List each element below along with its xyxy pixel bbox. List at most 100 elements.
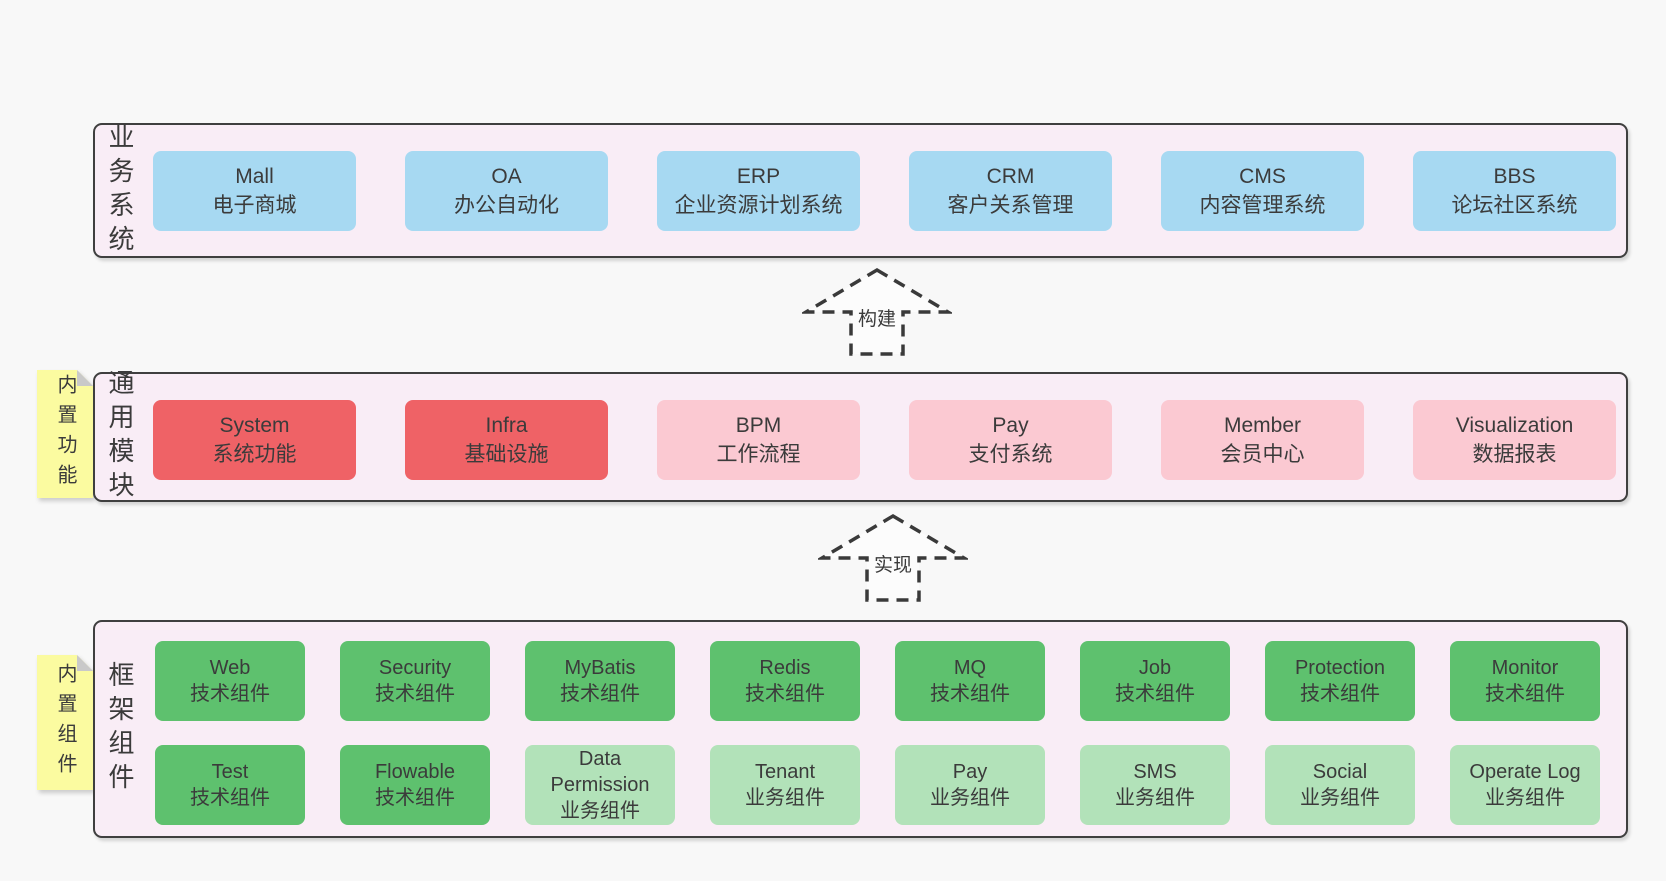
box-title: Web bbox=[209, 657, 251, 679]
box-title: Member bbox=[1223, 414, 1302, 437]
box-title: Redis bbox=[759, 657, 811, 679]
box-subtitle: 工作流程 bbox=[716, 443, 801, 466]
build-arrow: 构建 bbox=[802, 266, 952, 358]
layer-business-systems: 业务系统 Mall 电子商城 OA 办公自动化 ERP 企业资源计划系统 CRM… bbox=[93, 122, 1628, 259]
box-subtitle: 技术组件 bbox=[1485, 683, 1565, 705]
box-title: MyBatis bbox=[564, 657, 636, 679]
implement-arrow-label: 实现 bbox=[870, 554, 916, 578]
sticky-note-built-in-components: 内置组件 bbox=[37, 655, 93, 790]
box-erp: ERP 企业资源计划系统 bbox=[657, 151, 860, 231]
box-sms: SMS 业务组件 bbox=[1080, 745, 1230, 825]
box-subtitle: 业务组件 bbox=[930, 787, 1010, 809]
box-crm: CRM 客户关系管理 bbox=[909, 151, 1112, 231]
box-title: ERP bbox=[736, 165, 781, 188]
box-title: Protection bbox=[1294, 657, 1386, 679]
box-subtitle: 技术组件 bbox=[1115, 683, 1195, 705]
box-title: Test bbox=[211, 761, 249, 783]
box-subtitle: 技术组件 bbox=[745, 683, 825, 705]
box-subtitle: 论坛社区系统 bbox=[1451, 194, 1578, 217]
box-cms: CMS 内容管理系统 bbox=[1161, 151, 1364, 231]
box-subtitle: 客户关系管理 bbox=[947, 194, 1074, 217]
box-title: BBS bbox=[1493, 165, 1536, 188]
box-subtitle: 业务组件 bbox=[1300, 787, 1380, 809]
box-member: Member 会员中心 bbox=[1161, 400, 1364, 480]
box-subtitle: 技术组件 bbox=[375, 683, 455, 705]
box-job: Job 技术组件 bbox=[1080, 641, 1230, 721]
layer-label-components: 框架组件 bbox=[105, 661, 135, 797]
box-title: Social bbox=[1312, 761, 1368, 783]
box-operate-log: Operate Log 业务组件 bbox=[1450, 745, 1600, 825]
folded-corner-icon bbox=[77, 655, 93, 671]
box-title: Tenant bbox=[754, 761, 816, 783]
box-protection: Protection 技术组件 bbox=[1265, 641, 1415, 721]
sticky-note-built-in-features: 内置功能 bbox=[37, 370, 93, 498]
box-subtitle: 基础设施 bbox=[464, 443, 549, 466]
box-title: Data Permission bbox=[550, 748, 650, 796]
sticky-note-text: 内置功能 bbox=[37, 370, 93, 498]
box-subtitle: 技术组件 bbox=[930, 683, 1010, 705]
box-title: OA bbox=[491, 165, 522, 188]
box-subtitle: 办公自动化 bbox=[454, 194, 559, 217]
box-title: Mall bbox=[235, 165, 274, 188]
box-mybatis: MyBatis 技术组件 bbox=[525, 641, 675, 721]
box-subtitle: 企业资源计划系统 bbox=[674, 194, 843, 217]
box-subtitle: 内容管理系统 bbox=[1199, 194, 1326, 217]
box-title: Pay bbox=[952, 761, 988, 783]
box-title: Pay bbox=[992, 414, 1029, 437]
box-subtitle: 技术组件 bbox=[190, 787, 270, 809]
box-subtitle: 电子商城 bbox=[212, 194, 297, 217]
implement-arrow: 实现 bbox=[818, 512, 968, 604]
box-web: Web 技术组件 bbox=[155, 641, 305, 721]
box-redis: Redis 技术组件 bbox=[710, 641, 860, 721]
box-tenant: Tenant 业务组件 bbox=[710, 745, 860, 825]
box-mq: MQ 技术组件 bbox=[895, 641, 1045, 721]
business-boxes-row: Mall 电子商城 OA 办公自动化 ERP 企业资源计划系统 CRM 客户关系… bbox=[95, 151, 1626, 231]
box-data-permission: Data Permission 业务组件 bbox=[525, 745, 675, 825]
box-title: BPM bbox=[735, 414, 782, 437]
box-title: Monitor bbox=[1491, 657, 1559, 679]
box-title: Operate Log bbox=[1469, 761, 1581, 783]
box-pay: Pay 支付系统 bbox=[909, 400, 1112, 480]
box-bbs: BBS 论坛社区系统 bbox=[1413, 151, 1616, 231]
components-row-2: Test 技术组件 Flowable 技术组件 Data Permission … bbox=[95, 745, 1626, 825]
box-subtitle: 系统功能 bbox=[212, 443, 297, 466]
box-title: Visualization bbox=[1455, 414, 1574, 437]
box-subtitle: 数据报表 bbox=[1472, 443, 1557, 466]
box-flowable: Flowable 技术组件 bbox=[340, 745, 490, 825]
box-bpm: BPM 工作流程 bbox=[657, 400, 860, 480]
box-subtitle: 业务组件 bbox=[1485, 787, 1565, 809]
layer-label-modules: 通用模块 bbox=[105, 369, 135, 505]
box-security: Security 技术组件 bbox=[340, 641, 490, 721]
box-title: Infra bbox=[485, 414, 528, 437]
box-subtitle: 业务组件 bbox=[745, 787, 825, 809]
layer-label-business: 业务系统 bbox=[105, 122, 135, 259]
box-oa: OA 办公自动化 bbox=[405, 151, 608, 231]
box-title: CRM bbox=[986, 165, 1035, 188]
box-title: CMS bbox=[1239, 165, 1286, 188]
box-subtitle: 技术组件 bbox=[190, 683, 270, 705]
layer-common-modules: 通用模块 System 系统功能 Infra 基础设施 BPM 工作流程 Pay… bbox=[93, 369, 1628, 505]
box-visualization: Visualization 数据报表 bbox=[1413, 400, 1616, 480]
layer-framework-components: 框架组件 Web 技术组件 Security 技术组件 MyBatis 技术组件… bbox=[93, 620, 1628, 838]
box-title: System bbox=[219, 414, 290, 437]
folded-corner-icon bbox=[77, 370, 93, 386]
box-system: System 系统功能 bbox=[153, 400, 356, 480]
box-subtitle: 技术组件 bbox=[560, 683, 640, 705]
build-arrow-label: 构建 bbox=[854, 308, 900, 332]
box-infra: Infra 基础设施 bbox=[405, 400, 608, 480]
box-mall: Mall 电子商城 bbox=[153, 151, 356, 231]
box-subtitle: 技术组件 bbox=[375, 787, 455, 809]
box-test: Test 技术组件 bbox=[155, 745, 305, 825]
box-social: Social 业务组件 bbox=[1265, 745, 1415, 825]
components-row-1: Web 技术组件 Security 技术组件 MyBatis 技术组件 Redi… bbox=[95, 641, 1626, 721]
box-title: Job bbox=[1138, 657, 1172, 679]
box-monitor: Monitor 技术组件 bbox=[1450, 641, 1600, 721]
box-pay-biz: Pay 业务组件 bbox=[895, 745, 1045, 825]
box-subtitle: 支付系统 bbox=[968, 443, 1053, 466]
box-title: MQ bbox=[953, 657, 987, 679]
box-title: Flowable bbox=[374, 761, 456, 783]
box-subtitle: 会员中心 bbox=[1220, 443, 1305, 466]
box-title: Security bbox=[378, 657, 452, 679]
box-subtitle: 业务组件 bbox=[560, 800, 640, 822]
